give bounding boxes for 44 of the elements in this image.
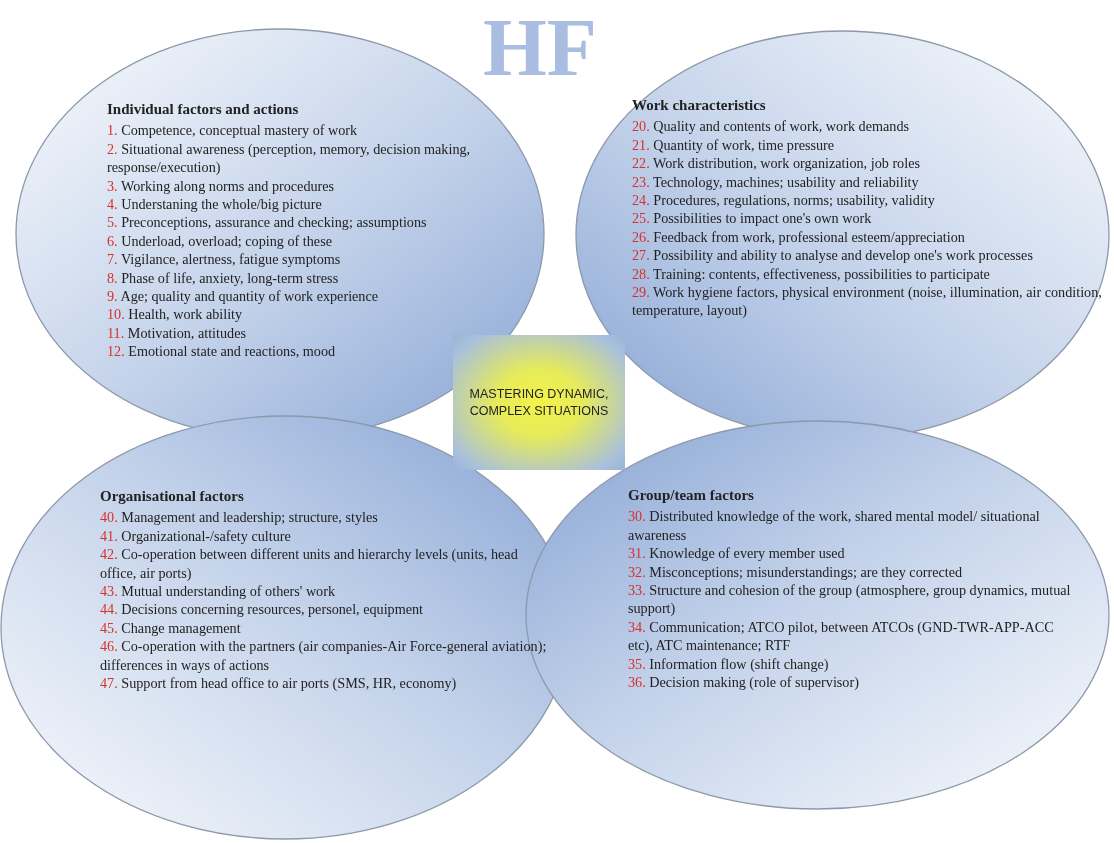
title: HF: [482, 1, 598, 95]
list-item: 47. Support from head office to air ports (SMS, HR, economy): [100, 674, 458, 693]
list-item: 28. Training: contents, effectiveness, possibilities to participate: [632, 264, 991, 284]
list-item: 2. Situational awareness (perception, memory, decision making, response/execution): [107, 139, 472, 177]
list-item: 22. Work distribution, work organization, job roles: [632, 154, 921, 173]
list-item: 4. Understaning the whole/big picture: [107, 195, 323, 214]
section-heading: Group/team factors: [628, 486, 755, 505]
list-item: 3. Working along norms and procedures: [107, 176, 336, 196]
center-box: [453, 335, 625, 470]
list-item: 45. Change management: [100, 618, 242, 638]
list-item: 21. Quantity of work, time pressure: [632, 135, 836, 155]
list-item: 7. Vigilance, alertness, fatigue symptoms: [107, 250, 342, 269]
list-item: 26. Feedback from work, professional esteem/appreciation: [632, 227, 966, 247]
list-item: 43. Mutual understanding of others' work: [100, 582, 337, 601]
list-item: 20. Quality and contents of work, work demands: [632, 117, 910, 136]
list-item: 5. Preconceptions, assurance and checking; assumptions: [107, 213, 428, 232]
list-item: 30. Distributed knowledge of the work, shared mental model/ situational awareness: [628, 507, 1041, 545]
list-item: 33. Structure and cohesion of the group (atmosphere, group dynamics, mutual support): [628, 581, 1072, 618]
section-heading: Individual factors and actions: [107, 100, 300, 119]
list-item: 6. Underload, overload; coping of these: [107, 231, 333, 251]
list-item: 31. Knowledge of every member used: [628, 544, 846, 563]
list-item: 46. Co-operation with the partners (air companies-Air Force-general aviation); differences in ways of actions: [100, 637, 548, 675]
list-item: 25. Possibilities to impact one's own work: [632, 209, 873, 228]
list-item: 41. Organizational-/safety culture: [100, 526, 292, 546]
section-heading: Organisational factors: [100, 487, 245, 506]
list-item: 1. Competence, conceptual mastery of work: [107, 121, 359, 140]
list-item: 12. Emotional state and reactions, mood: [107, 342, 337, 361]
list-item: 32. Misconceptions; misunderstandings; are they corrected: [628, 562, 964, 582]
list-item: 9. Age; quality and quantity of work experience: [107, 287, 380, 306]
list-item: 10. Health, work ability: [107, 305, 244, 324]
list-item: 24. Procedures, regulations, norms; usability, validity: [632, 191, 936, 210]
list-item: 34. Communication; ATCO pilot, between ATCOs (GND-TWR-APP-ACC etc), ATC maintenance; RTF: [628, 617, 1055, 655]
list-item: 23. Technology, machines; usability and reliability: [632, 172, 920, 192]
list-item: 44. Decisions concerning resources, personel, equipment: [100, 600, 425, 619]
section-heading: Work characteristics: [632, 96, 767, 115]
list-item: 36. Decision making (role of supervisor): [628, 673, 860, 692]
list-item: 8. Phase of life, anxiety, long-term stress: [107, 268, 340, 288]
list-item: 42. Co-operation between different units and hierarchy levels (units, head office, air ports): [100, 545, 519, 583]
center-text: MASTERING DYNAMIC, COMPLEX SITUATIONS: [468, 385, 610, 420]
list-item: 29. Work hygiene factors, physical environment (noise, illumination, air condition, temperature, layout): [632, 283, 1102, 320]
list-item: 40. Management and leadership; structure, styles: [100, 508, 379, 527]
list-item: 35. Information flow (shift change): [628, 654, 830, 674]
list-item: 27. Possibility and ability to analyse and develop one's work processes: [632, 246, 1034, 265]
list-item: 11. Motivation, attitudes: [107, 323, 247, 343]
